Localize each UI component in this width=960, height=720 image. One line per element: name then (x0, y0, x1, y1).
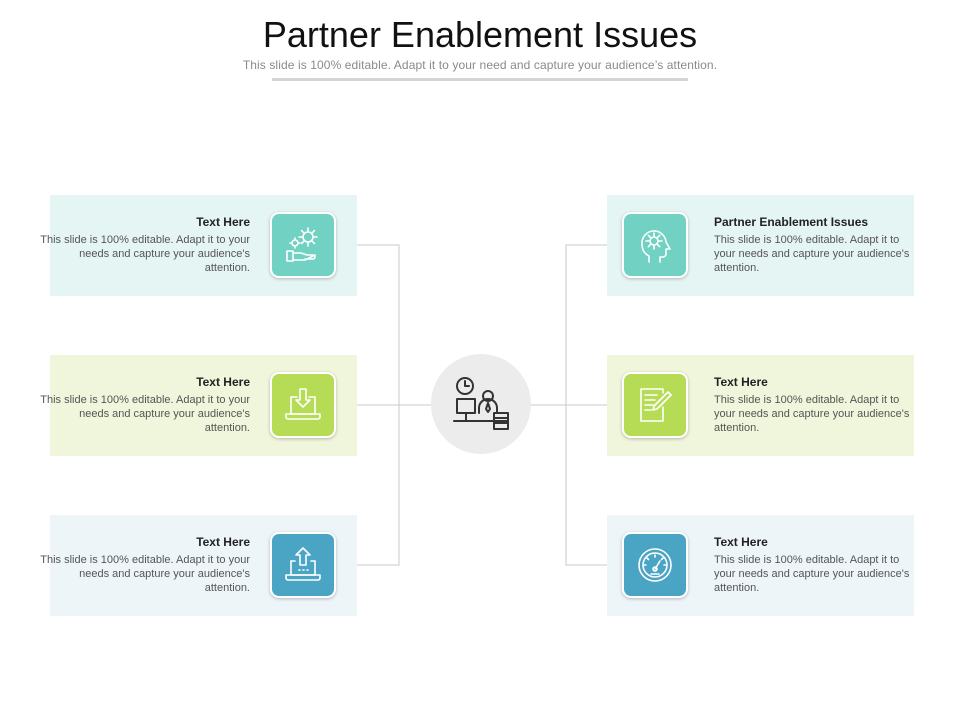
card-right-2: Text Here This slide is 100% editable. A… (607, 355, 914, 456)
card-left-3: Text Here This slide is 100% editable. A… (40, 515, 357, 616)
card-heading: Partner Enablement Issues (714, 215, 869, 229)
card-right-3: Text Here This slide is 100% editable. A… (607, 515, 914, 616)
card-body: This slide is 100% editable. Adapt it to… (714, 234, 910, 274)
gear-hand-icon (286, 227, 318, 262)
center-hub (431, 354, 531, 454)
card-body: This slide is 100% editable. Adapt it to… (40, 394, 250, 434)
card-right-1: Partner Enablement Issues This slide is … (607, 195, 914, 296)
card-body: This slide is 100% editable. Adapt it to… (714, 554, 910, 594)
icon-tile (622, 372, 688, 438)
card-body: This slide is 100% editable. Adapt it to… (40, 234, 250, 274)
page-title: Partner Enablement Issues (262, 14, 698, 55)
document-pencil-icon (640, 388, 672, 422)
card-heading: Text Here (714, 375, 768, 389)
icon-tile (270, 212, 336, 278)
laptop-upload-icon (285, 547, 321, 581)
title-underline (272, 78, 688, 81)
icon-tile (270, 532, 336, 598)
icon-tile (622, 532, 688, 598)
card-body: This slide is 100% editable. Adapt it to… (40, 554, 250, 594)
card-heading: Text Here (196, 535, 250, 549)
speedometer-icon (638, 548, 672, 582)
card-body: This slide is 100% editable. Adapt it to… (714, 394, 910, 434)
card-heading: Text Here (714, 535, 768, 549)
laptop-download-icon (285, 388, 321, 420)
head-gear-icon (641, 230, 671, 263)
icon-tile (622, 212, 688, 278)
card-heading: Text Here (196, 375, 250, 389)
person-desk-clock-icon (453, 377, 509, 430)
icon-tile (270, 372, 336, 438)
card-heading: Text Here (196, 215, 250, 229)
card-left-1: Text Here This slide is 100% editable. A… (40, 195, 357, 296)
page-subtitle: This slide is 100% editable. Adapt it to… (242, 58, 718, 72)
card-left-2: Text Here This slide is 100% editable. A… (40, 355, 357, 456)
